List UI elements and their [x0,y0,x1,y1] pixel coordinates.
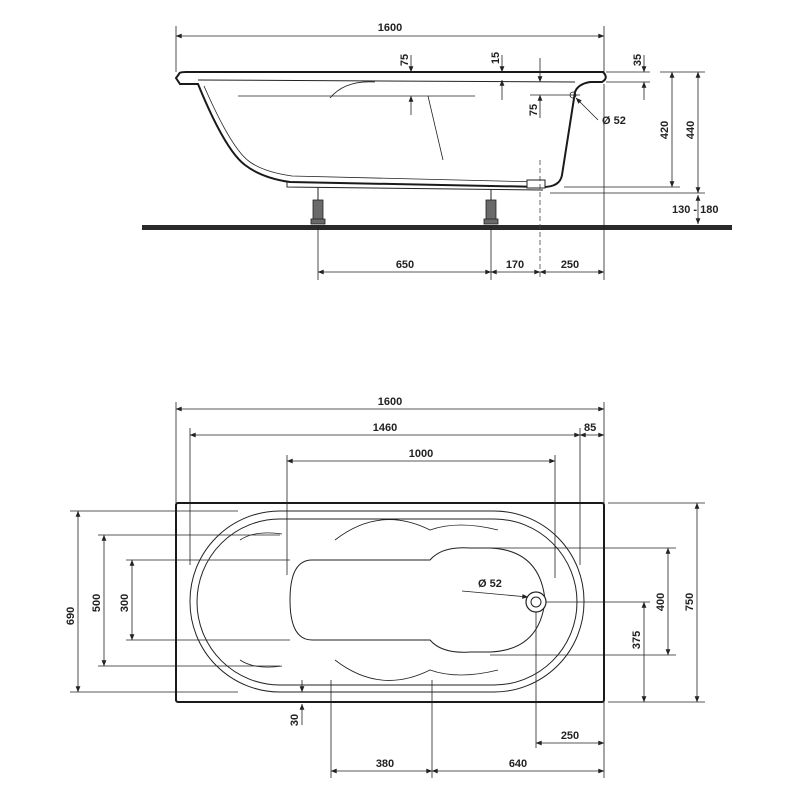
dim-label-35: 35 [632,54,644,66]
dim-label-440: 440 [685,121,697,139]
dim-label-375: 375 [631,631,643,649]
tub-base [286,182,544,191]
dim-label-15: 15 [490,52,502,64]
tub-inner-rim [197,79,576,83]
drain-diameter-label-side: Ø 52 [602,115,626,127]
dim-label-130-180: 130 - 180 [672,204,718,216]
support-leg-right [483,189,499,225]
tub-side-outline [174,71,607,189]
floor-line [142,225,732,230]
dim-label-650: 650 [396,259,414,271]
support-leg-left [310,187,326,225]
drain-hole-top [525,591,547,613]
dim-label-170: 170 [506,259,524,271]
dim-label-400: 400 [655,593,667,611]
side-view: 1600 75 15 75 35 Ø 52 420 440 130 - [142,22,732,280]
dim-label-300: 300 [119,594,131,612]
headrest-curve [329,81,376,99]
dim-label-85: 85 [584,422,596,434]
dim-label-690: 690 [65,607,77,625]
drain-diameter-label-top: Ø 52 [478,578,502,590]
dim-label-1600-side: 1600 [378,22,402,34]
dim-label-1000: 1000 [409,448,433,460]
dim-label-750: 750 [684,593,696,611]
dim-label-640: 640 [509,758,527,770]
dim-label-420: 420 [659,121,671,139]
tub-inner-wall [203,85,541,183]
dim-label-250-top: 250 [561,730,579,742]
tub-outer-rect [175,502,605,703]
tub-inner-oval [196,518,578,686]
dim-label-250-side: 250 [561,259,579,271]
tub-bottom-outline [289,547,546,653]
dim-label-500: 500 [91,594,103,612]
drain-outlet [526,179,546,189]
dim-label-1460: 1460 [373,422,397,434]
headrest-left [334,519,499,541]
dim-label-75-rim: 75 [399,54,411,66]
dim-label-30: 30 [289,714,301,726]
tub-rim-oval [189,510,585,693]
dim-label-75-overflow: 75 [528,104,540,116]
dim-label-380: 380 [376,758,394,770]
top-view: Ø 52 1600 1460 85 1000 690 500 300 [65,396,705,778]
dim-label-1600-top: 1600 [378,396,402,408]
